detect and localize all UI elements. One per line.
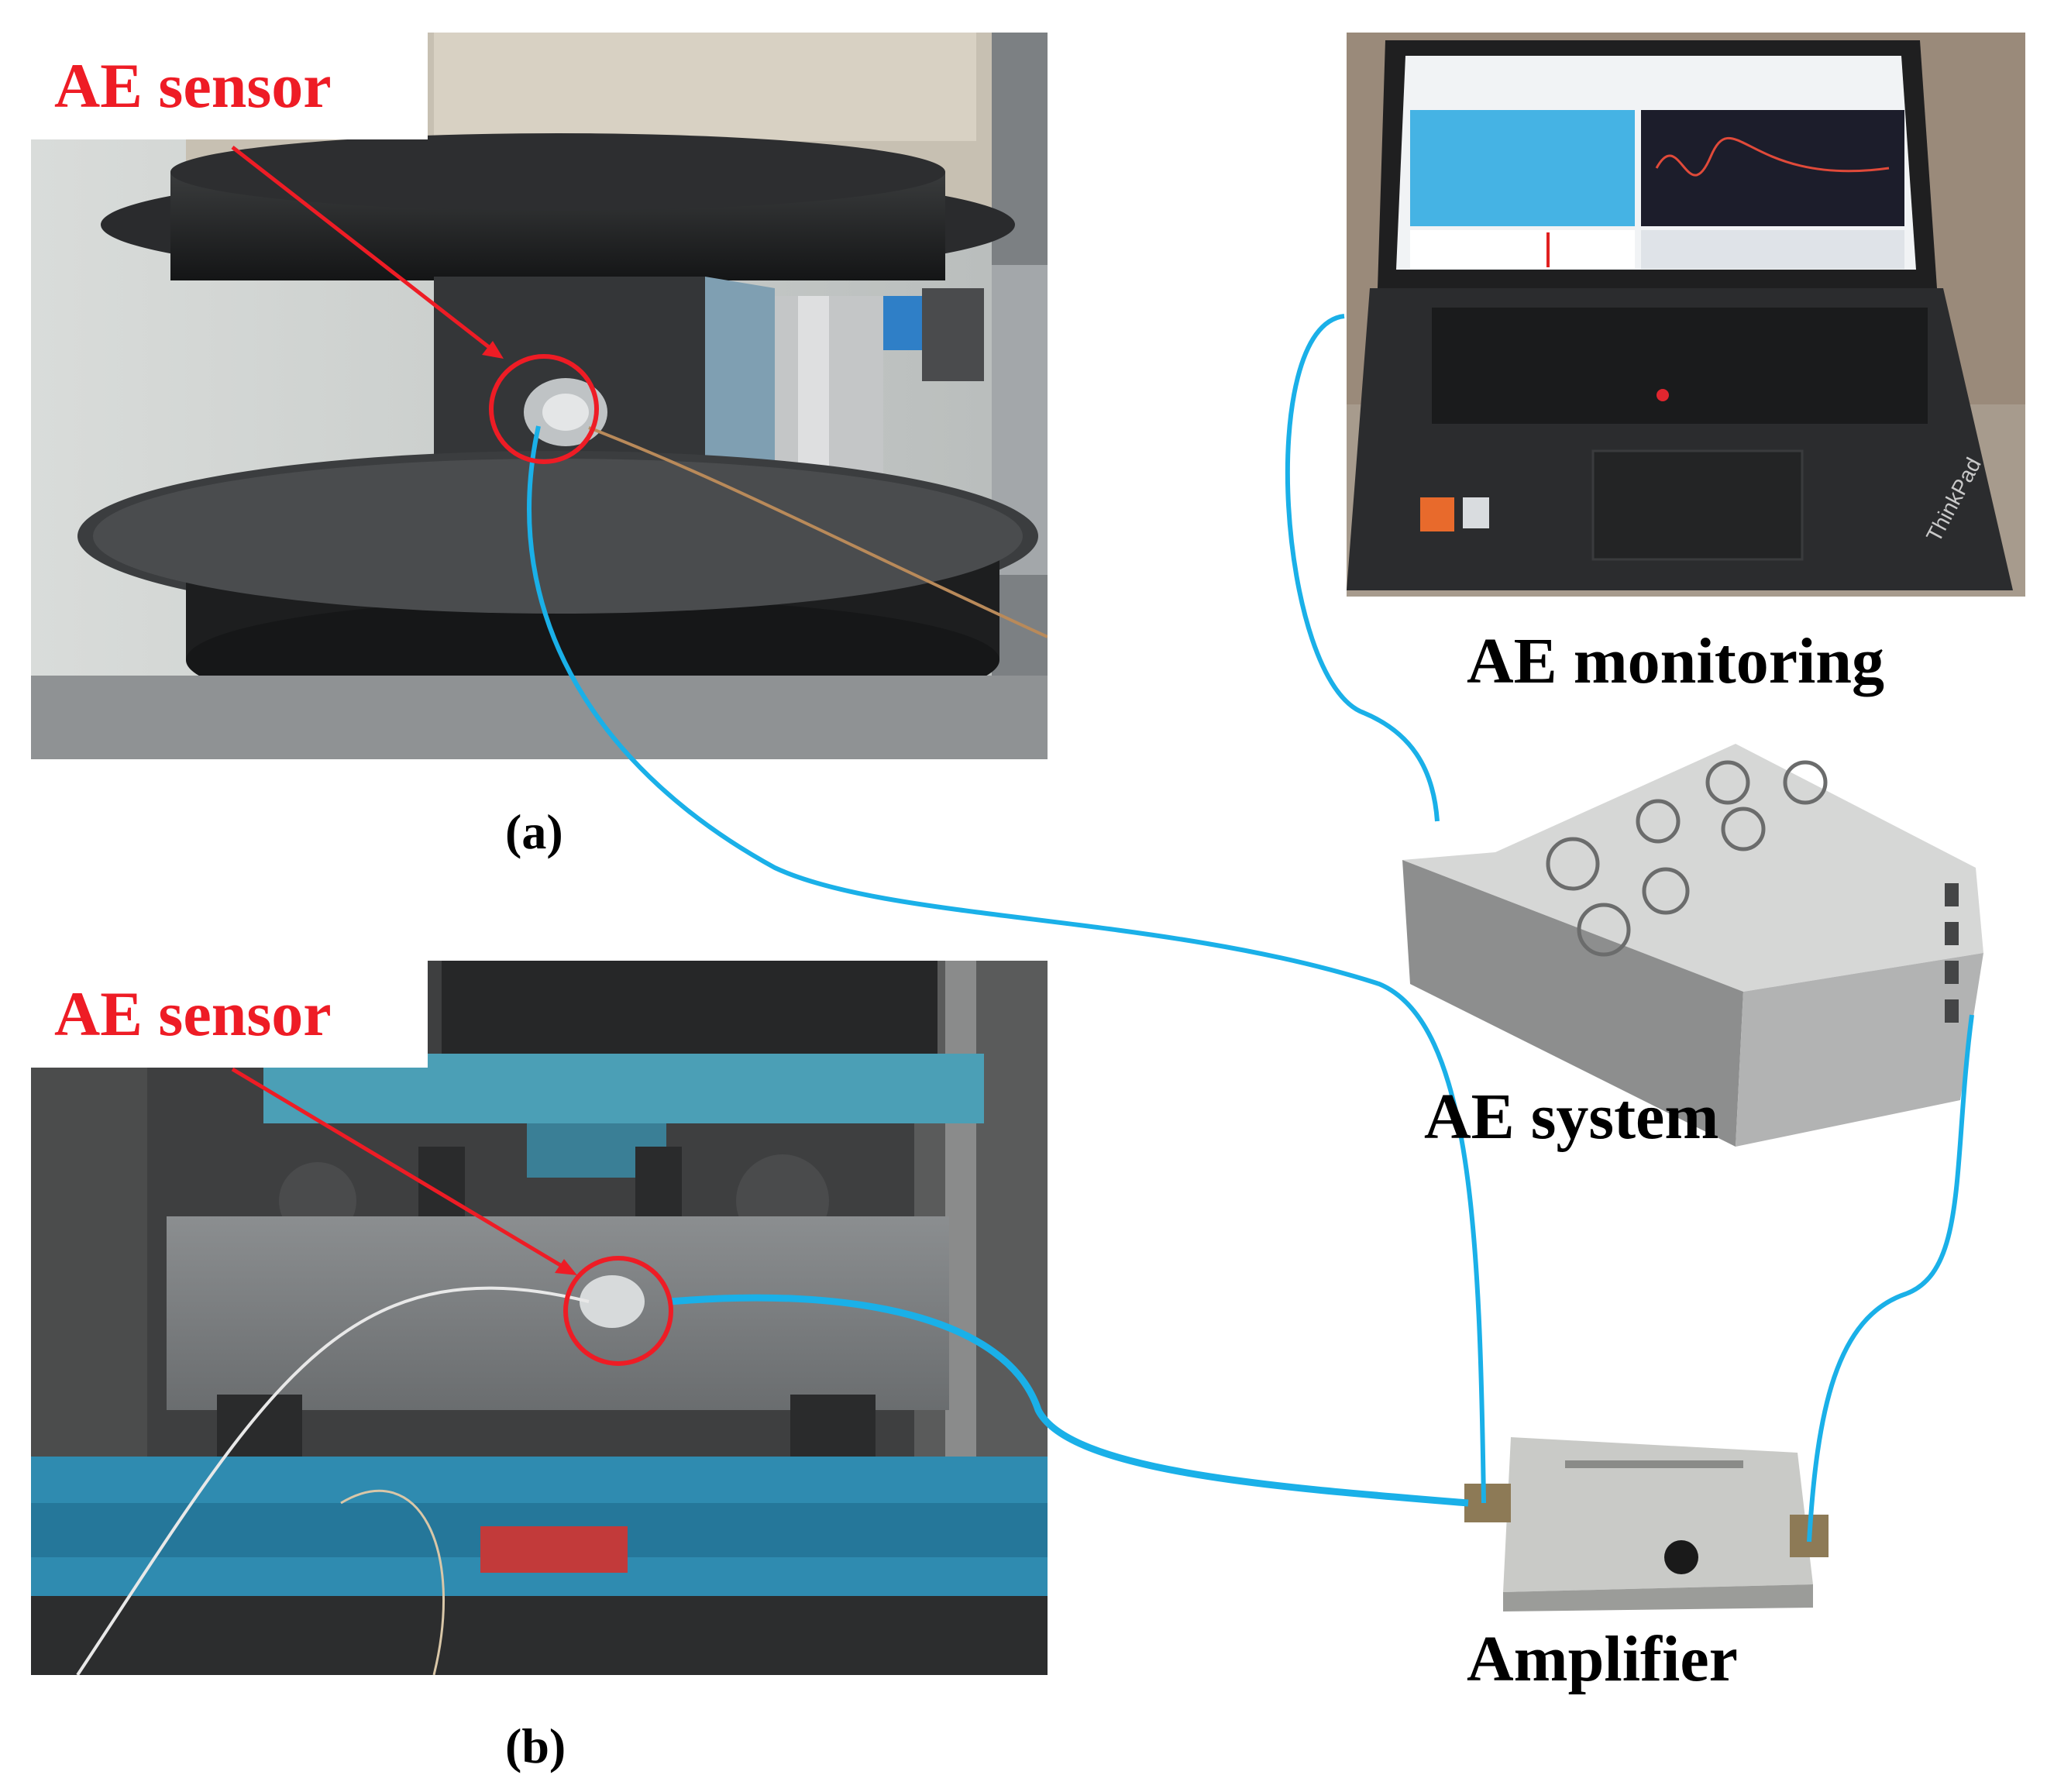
- photo-a-compression-test: [31, 33, 1048, 759]
- sensor-label-a: AE sensor: [31, 33, 428, 139]
- photo-laptop-ae-monitoring: [1347, 33, 2025, 597]
- sensor-label-b: AE sensor: [31, 961, 428, 1068]
- ae-system-label: AE system: [1424, 1081, 1719, 1153]
- amplifier-label: Amplifier: [1467, 1623, 1738, 1695]
- caption-b: (b): [505, 1718, 566, 1773]
- photo-amplifier-box: [1464, 1437, 1829, 1611]
- photo-ae-system-box: [1402, 728, 2014, 1170]
- caption-a: (a): [505, 804, 563, 859]
- ae-monitoring-label: AE monitoring: [1467, 625, 1885, 697]
- photo-b-bending-test: [31, 961, 1048, 1675]
